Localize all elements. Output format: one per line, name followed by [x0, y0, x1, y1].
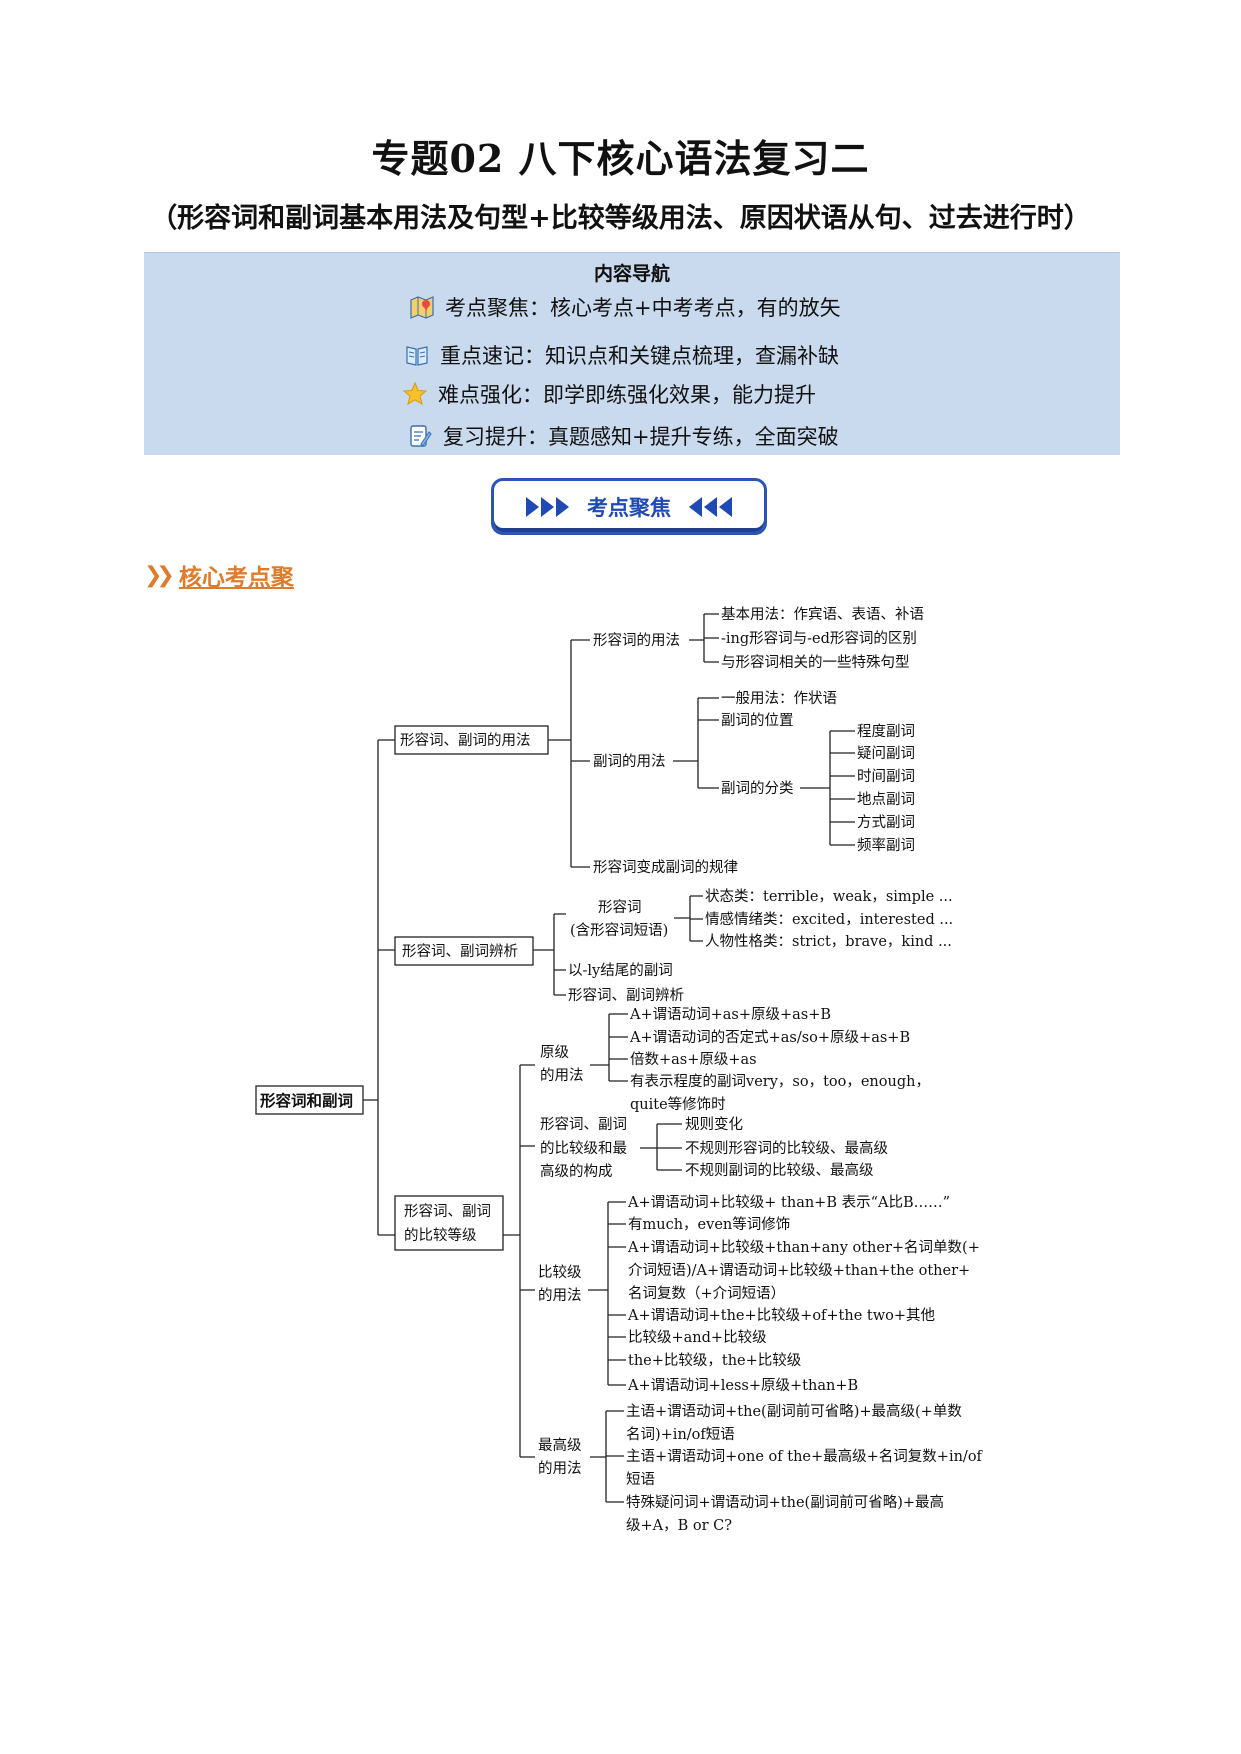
mm-form-item: 不规则副词的比较级、最高级: [685, 1161, 874, 1179]
banner-label: 考点聚焦: [587, 495, 671, 520]
nav-item-memory: 重点速记：知识点和关键点梳理，查漏补缺: [404, 340, 839, 370]
mm-adj-item: 与形容词相关的一些特殊句型: [721, 654, 910, 671]
mm-adj-item: 基本用法：作宾语、表语、补语: [721, 606, 924, 623]
mm-b3-label: 的比较等级: [404, 1226, 477, 1244]
b3-box: [394, 1195, 504, 1251]
mm-comp-item: 名词复数（+介词短语）: [628, 1284, 785, 1302]
mm-comp-item: 介词短语)/A+谓语动词+比较级+than+the other+: [628, 1261, 970, 1279]
mm-b3-label: 形容词、副词: [404, 1203, 491, 1220]
mm-comp-item: 有much，even等词修饰: [628, 1215, 790, 1233]
mm-adv-position: 副词的位置: [721, 712, 794, 729]
mm-comp-label: 比较级: [538, 1263, 582, 1281]
mm-adv-classify: 副词的分类: [721, 780, 794, 797]
mm-sup-item: 名词)+in/of短语: [626, 1426, 735, 1443]
mm-form-label: 形容词、副词: [540, 1116, 627, 1133]
mm-b2-adj: (含形容词短语): [570, 922, 668, 939]
mm-adj-usage: 形容词的用法: [593, 632, 680, 649]
section-heading: ❯❯ 核心考点聚: [144, 558, 294, 592]
page-subtitle: （形容词和副词基本用法及句型+比较等级用法、原因状语从句、过去进行时）: [150, 203, 1091, 234]
mm-form-label: 高级的构成: [540, 1163, 613, 1180]
mm-adv-general: 一般用法：作状语: [721, 690, 837, 707]
left-arrows-icon: [689, 496, 732, 517]
mm-pos-item: A+谓语动词的否定式+as/so+原级+as+B: [629, 1029, 910, 1046]
mm-comp-item: the+比较级，the+比较级: [628, 1351, 801, 1369]
mm-adv-class: 地点副词: [857, 791, 915, 808]
mm-form-label: 的比较级和最: [540, 1139, 627, 1157]
mm-root: 形容词和副词: [260, 1091, 353, 1110]
mm-pos-item: 有表示程度的副词very，so，too，enough，: [630, 1073, 930, 1090]
star-icon: [402, 381, 428, 406]
mm-b2-adj-item: 状态类：terrible，weak，simple ...: [705, 888, 953, 905]
nav-item-focus: 考点聚焦：核心考点+中考考点，有的放矢: [409, 292, 841, 322]
mm-sup-item: 主语+谓语动词+one of the+最高级+名词复数+in/of: [626, 1447, 984, 1465]
mm-comp-item: 比较级+and+比较级: [628, 1328, 767, 1346]
nav-title: 内容导航: [593, 263, 670, 285]
mm-adv-class: 频率副词: [857, 837, 915, 854]
mm-rule: 形容词变成副词的规律: [593, 859, 738, 876]
mm-b2-adj-item: 人物性格类：strict，brave，kind ...: [705, 933, 952, 950]
mm-sup-item: 级+A，B or C?: [626, 1517, 732, 1534]
mm-adv-class: 时间副词: [857, 768, 915, 785]
mm-adv-class: 程度副词: [857, 723, 915, 740]
mm-adv-class: 方式副词: [857, 814, 915, 831]
mm-b2-label: 形容词、副词辨析: [402, 943, 518, 960]
mm-comp-item: A+谓语动词+比较级+ than+B 表示“A比B……”: [627, 1193, 950, 1211]
mm-sup-label: 的用法: [538, 1460, 582, 1477]
right-arrows-icon: [526, 496, 569, 517]
mm-b2-ly: 以-ly结尾的副词: [568, 962, 673, 979]
nav-item-difficulty: 难点强化：即学即练强化效果，能力提升: [402, 379, 816, 409]
mm-form-item: 不规则形容词的比较级、最高级: [685, 1139, 888, 1157]
mm-sup-item: 主语+谓语动词+the(副词前可省略)+最高级(+单数: [626, 1403, 962, 1420]
mm-b2-adj: 形容词: [598, 899, 642, 916]
mm-b1-label: 形容词、副词的用法: [400, 732, 531, 749]
page-title: 专题02 八下核心语法复习二: [371, 136, 870, 181]
exam-focus-banner: 考点聚焦: [491, 478, 767, 535]
mm-sup-item: 特殊疑问词+谓语动词+the(副词前可省略)+最高: [626, 1494, 944, 1511]
mm-b2-adj-item: 情感情绪类：excited，interested ...: [705, 911, 953, 928]
mm-sup-label: 最高级: [538, 1437, 582, 1454]
mm-comp-item: A+谓语动词+the+比较级+of+the two+其他: [627, 1306, 935, 1324]
mm-comp-item: A+谓语动词+比较级+than+any other+名词单数(+: [627, 1238, 980, 1256]
mm-adv-usage: 副词的用法: [593, 753, 666, 770]
content-navigation-box: 内容导航 考点聚焦：核心考点+中考考点，有的放矢 重点速记：知识点和关键点梳理，…: [144, 252, 1120, 455]
mm-pos-label: 的用法: [540, 1067, 584, 1084]
mm-pos-item: quite等修饰时: [630, 1095, 726, 1113]
nav-item-review: 复习提升：真题感知+提升专练，全面突破: [407, 421, 839, 451]
mm-b2-disc: 形容词、副词辨析: [568, 987, 684, 1004]
mm-comp-item: A+谓语动词+less+原级+than+B: [627, 1377, 858, 1394]
book-icon: [406, 346, 428, 366]
edit-note-icon: [410, 425, 432, 447]
mm-adv-class: 疑问副词: [857, 745, 915, 762]
section-label: 核心考点聚: [178, 564, 294, 591]
map-pin-icon: [410, 296, 434, 319]
mm-form-item: 规则变化: [685, 1116, 743, 1133]
mm-pos-item: 倍数+as+原级+as: [630, 1051, 757, 1068]
mm-pos-label: 原级: [540, 1044, 569, 1061]
mm-sup-item: 短语: [626, 1471, 655, 1488]
mm-pos-item: A+谓语动词+as+原级+as+B: [629, 1006, 831, 1023]
mm-comp-label: 的用法: [538, 1287, 582, 1304]
mm-adj-item: -ing形容词与-ed形容词的区别: [721, 630, 917, 647]
b2-box: [394, 936, 534, 966]
